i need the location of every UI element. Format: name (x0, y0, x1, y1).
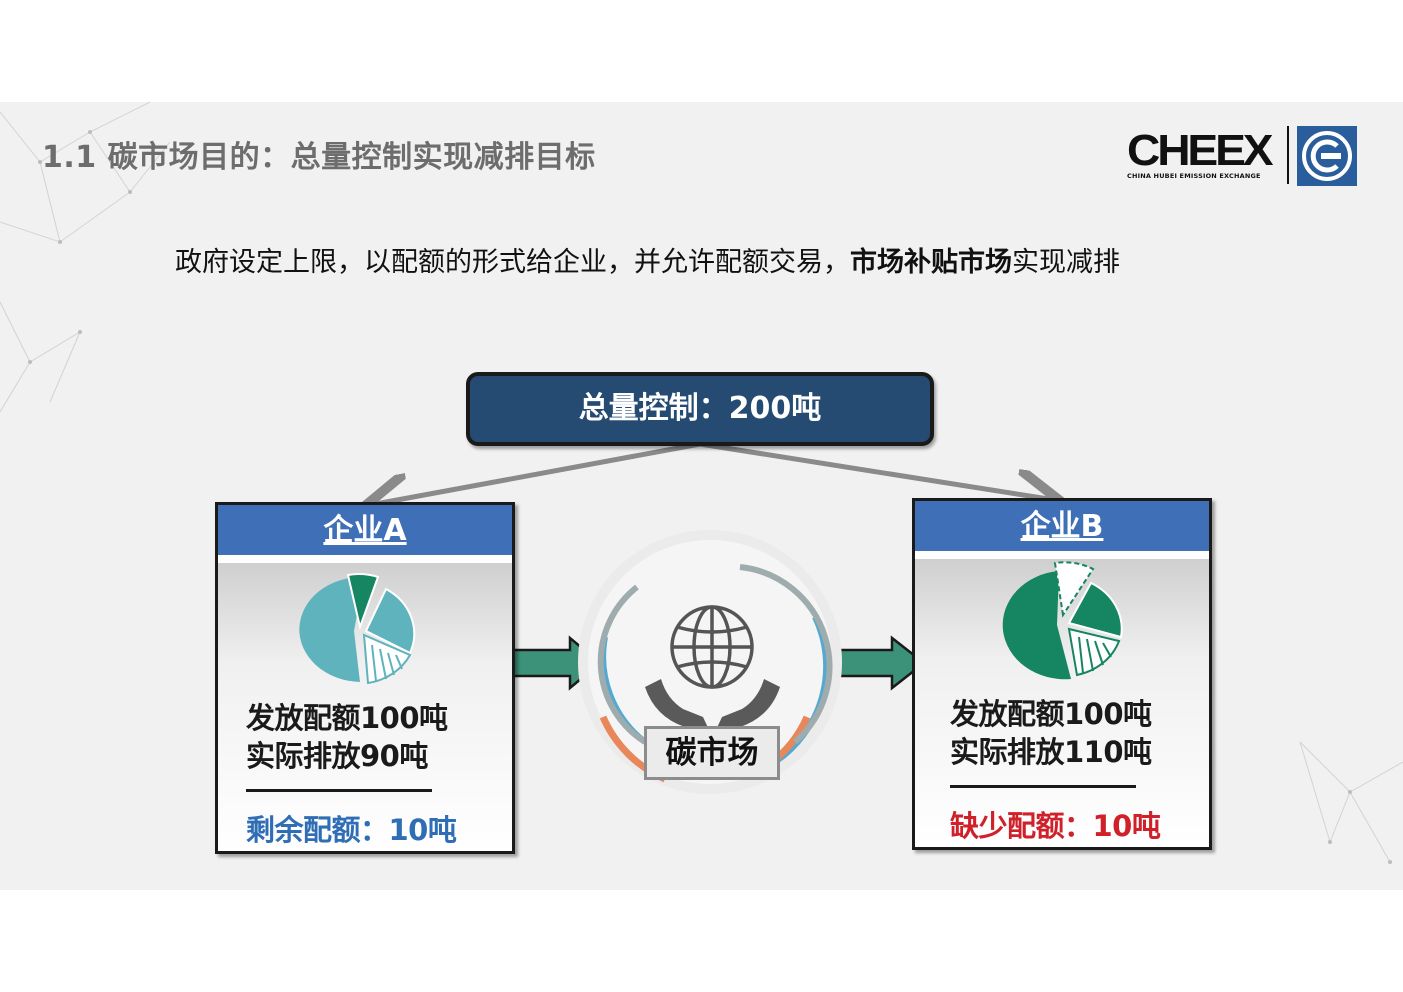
carbon-market-label: 碳市场 (644, 726, 780, 780)
enterprise-b-divider (950, 785, 1136, 788)
slide-subtitle: 政府设定上限，以配额的形式给企业，并允许配额交易，市场补贴市场实现减排 (175, 240, 1120, 279)
total-cap-box: 总量控制：200吨 (466, 372, 934, 446)
enterprise-b-name: 企业B (915, 501, 1209, 551)
enterprise-a-divider (246, 789, 432, 792)
slide-title: 1.1 碳市场目的：总量控制实现减排目标 (42, 140, 596, 175)
exchange-c-icon (1297, 126, 1357, 186)
connector-to-enterprise-a (370, 441, 701, 505)
enterprise-a-name: 企业A (218, 505, 512, 555)
subtitle-bold: 市场补贴市场 (850, 247, 1012, 278)
enterprise-a-result: 剩余配额：10吨 (246, 813, 457, 847)
logo-wordmark: CHEEX (1127, 126, 1274, 175)
enterprise-a-card: 企业A 发放配额100吨 实际排放90吨 剩余配额：10吨 (215, 502, 515, 854)
logo-separator (1287, 126, 1289, 184)
connector-to-enterprise-b (699, 441, 1055, 500)
subtitle-tail: 实现减排 (1012, 247, 1120, 278)
enterprise-b-card: 企业B 发放配额100吨 实际排放110吨 缺少配额：10吨 (912, 498, 1212, 850)
enterprise-b-actual: 实际排放110吨 (950, 735, 1152, 769)
enterprise-b-pie-icon (1002, 561, 1123, 680)
enterprise-a-allocated: 发放配额100吨 (246, 701, 448, 735)
cheex-logo: CHEEX CHINA HUBEI EMISSION EXCHANGE (1125, 122, 1365, 188)
enterprise-a-actual: 实际排放90吨 (246, 739, 428, 773)
slide: 1.1 碳市场目的：总量控制实现减排目标 CHEEX CHINA HUBEI E… (0, 102, 1403, 890)
enterprise-b-result: 缺少配额：10吨 (950, 809, 1161, 843)
subtitle-plain: 政府设定上限，以配额的形式给企业，并允许配额交易， (175, 247, 850, 278)
background-network-decoration (0, 102, 1403, 864)
enterprise-a-pie-icon (299, 573, 416, 685)
logo-tagline: CHINA HUBEI EMISSION EXCHANGE (1127, 172, 1261, 180)
enterprise-b-allocated: 发放配额100吨 (950, 697, 1152, 731)
